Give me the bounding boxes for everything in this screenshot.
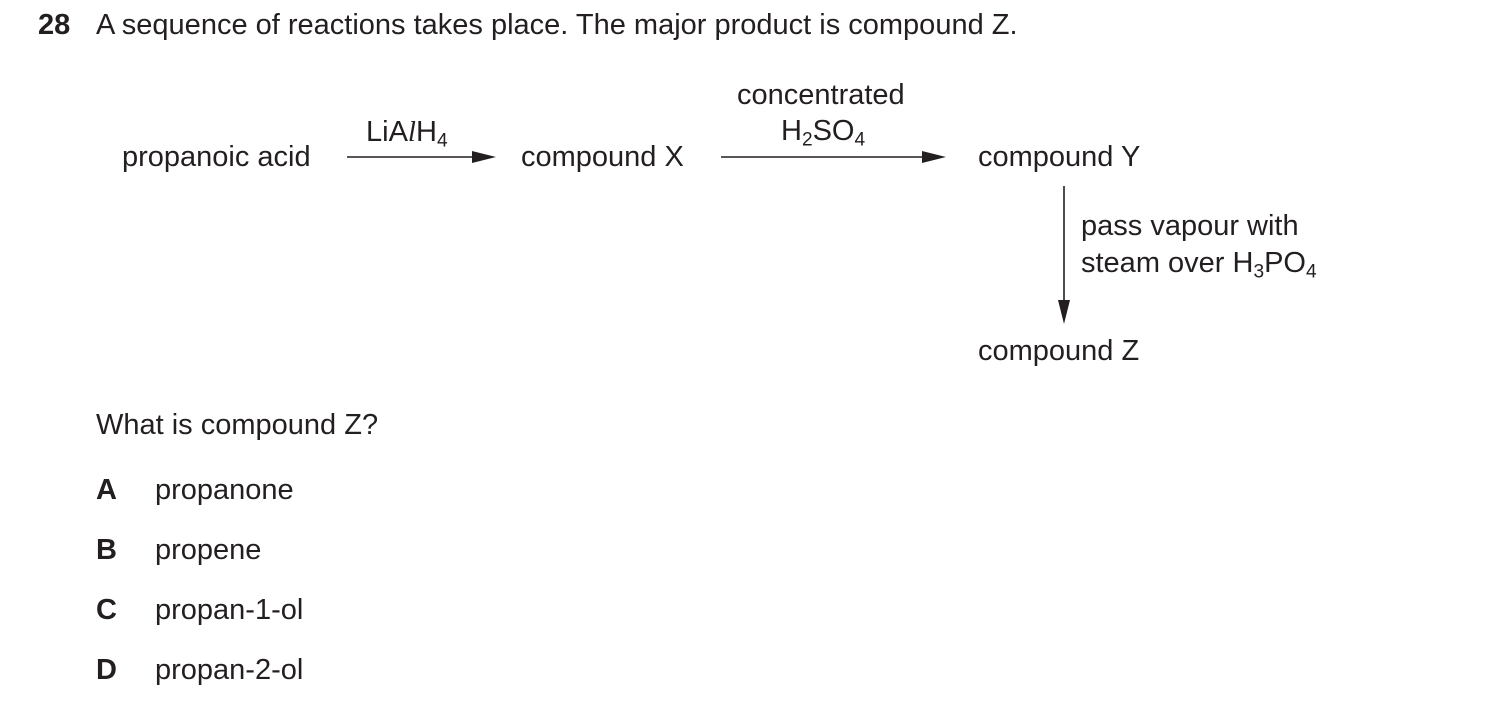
reagent-lialh4-italic: l — [407, 116, 416, 148]
reagent-h3po4-po: PO — [1264, 247, 1306, 279]
question-prompt: What is compound Z? — [96, 409, 379, 441]
arrow-1 — [347, 151, 496, 163]
reagent-lialh4-prefix: LiA — [366, 116, 408, 148]
reagent-h3po4-h-sub: 3 — [1253, 261, 1265, 283]
reagent-lialh4-base: H — [415, 116, 437, 148]
question-number: 28 — [38, 9, 71, 41]
option-text: propan-1-ol — [155, 594, 304, 626]
option-text: propanone — [155, 474, 294, 506]
reagent-steam-h3po4: steam over H3PO4 — [1081, 246, 1317, 283]
arrow-2 — [721, 151, 946, 163]
question-text: A sequence of reactions takes place. The… — [96, 9, 1018, 41]
reagent-h2so4-h: H — [781, 115, 802, 147]
option-letter: C — [96, 594, 117, 626]
reagent-h2so4-so-sub: 4 — [854, 129, 866, 151]
reagent-lialh4-sub: 4 — [436, 130, 448, 152]
option-text: propan-2-ol — [155, 654, 304, 686]
compound-x: compound X — [521, 141, 684, 173]
start-compound: propanoic acid — [122, 141, 311, 173]
reagent-h2so4: H2SO4 — [781, 114, 866, 151]
arrow-3 — [1058, 186, 1070, 324]
reagent-steam-prefix: steam over H — [1081, 247, 1254, 279]
reagent-pass-vapour: pass vapour with — [1081, 210, 1299, 242]
option-letter: D — [96, 654, 117, 686]
reagent-h2so4-so: SO — [812, 115, 855, 147]
reagent-lialh4: LiAlH4 — [366, 115, 448, 152]
reagent-concentrated: concentrated — [737, 79, 905, 111]
option-text: propene — [155, 534, 262, 566]
reagent-h2so4-h-sub: 2 — [801, 129, 813, 151]
compound-z: compound Z — [978, 335, 1140, 367]
compound-y: compound Y — [978, 141, 1141, 173]
option-letter: A — [96, 474, 117, 506]
option-letter: B — [96, 534, 117, 566]
reagent-h3po4-po-sub: 4 — [1306, 261, 1317, 283]
